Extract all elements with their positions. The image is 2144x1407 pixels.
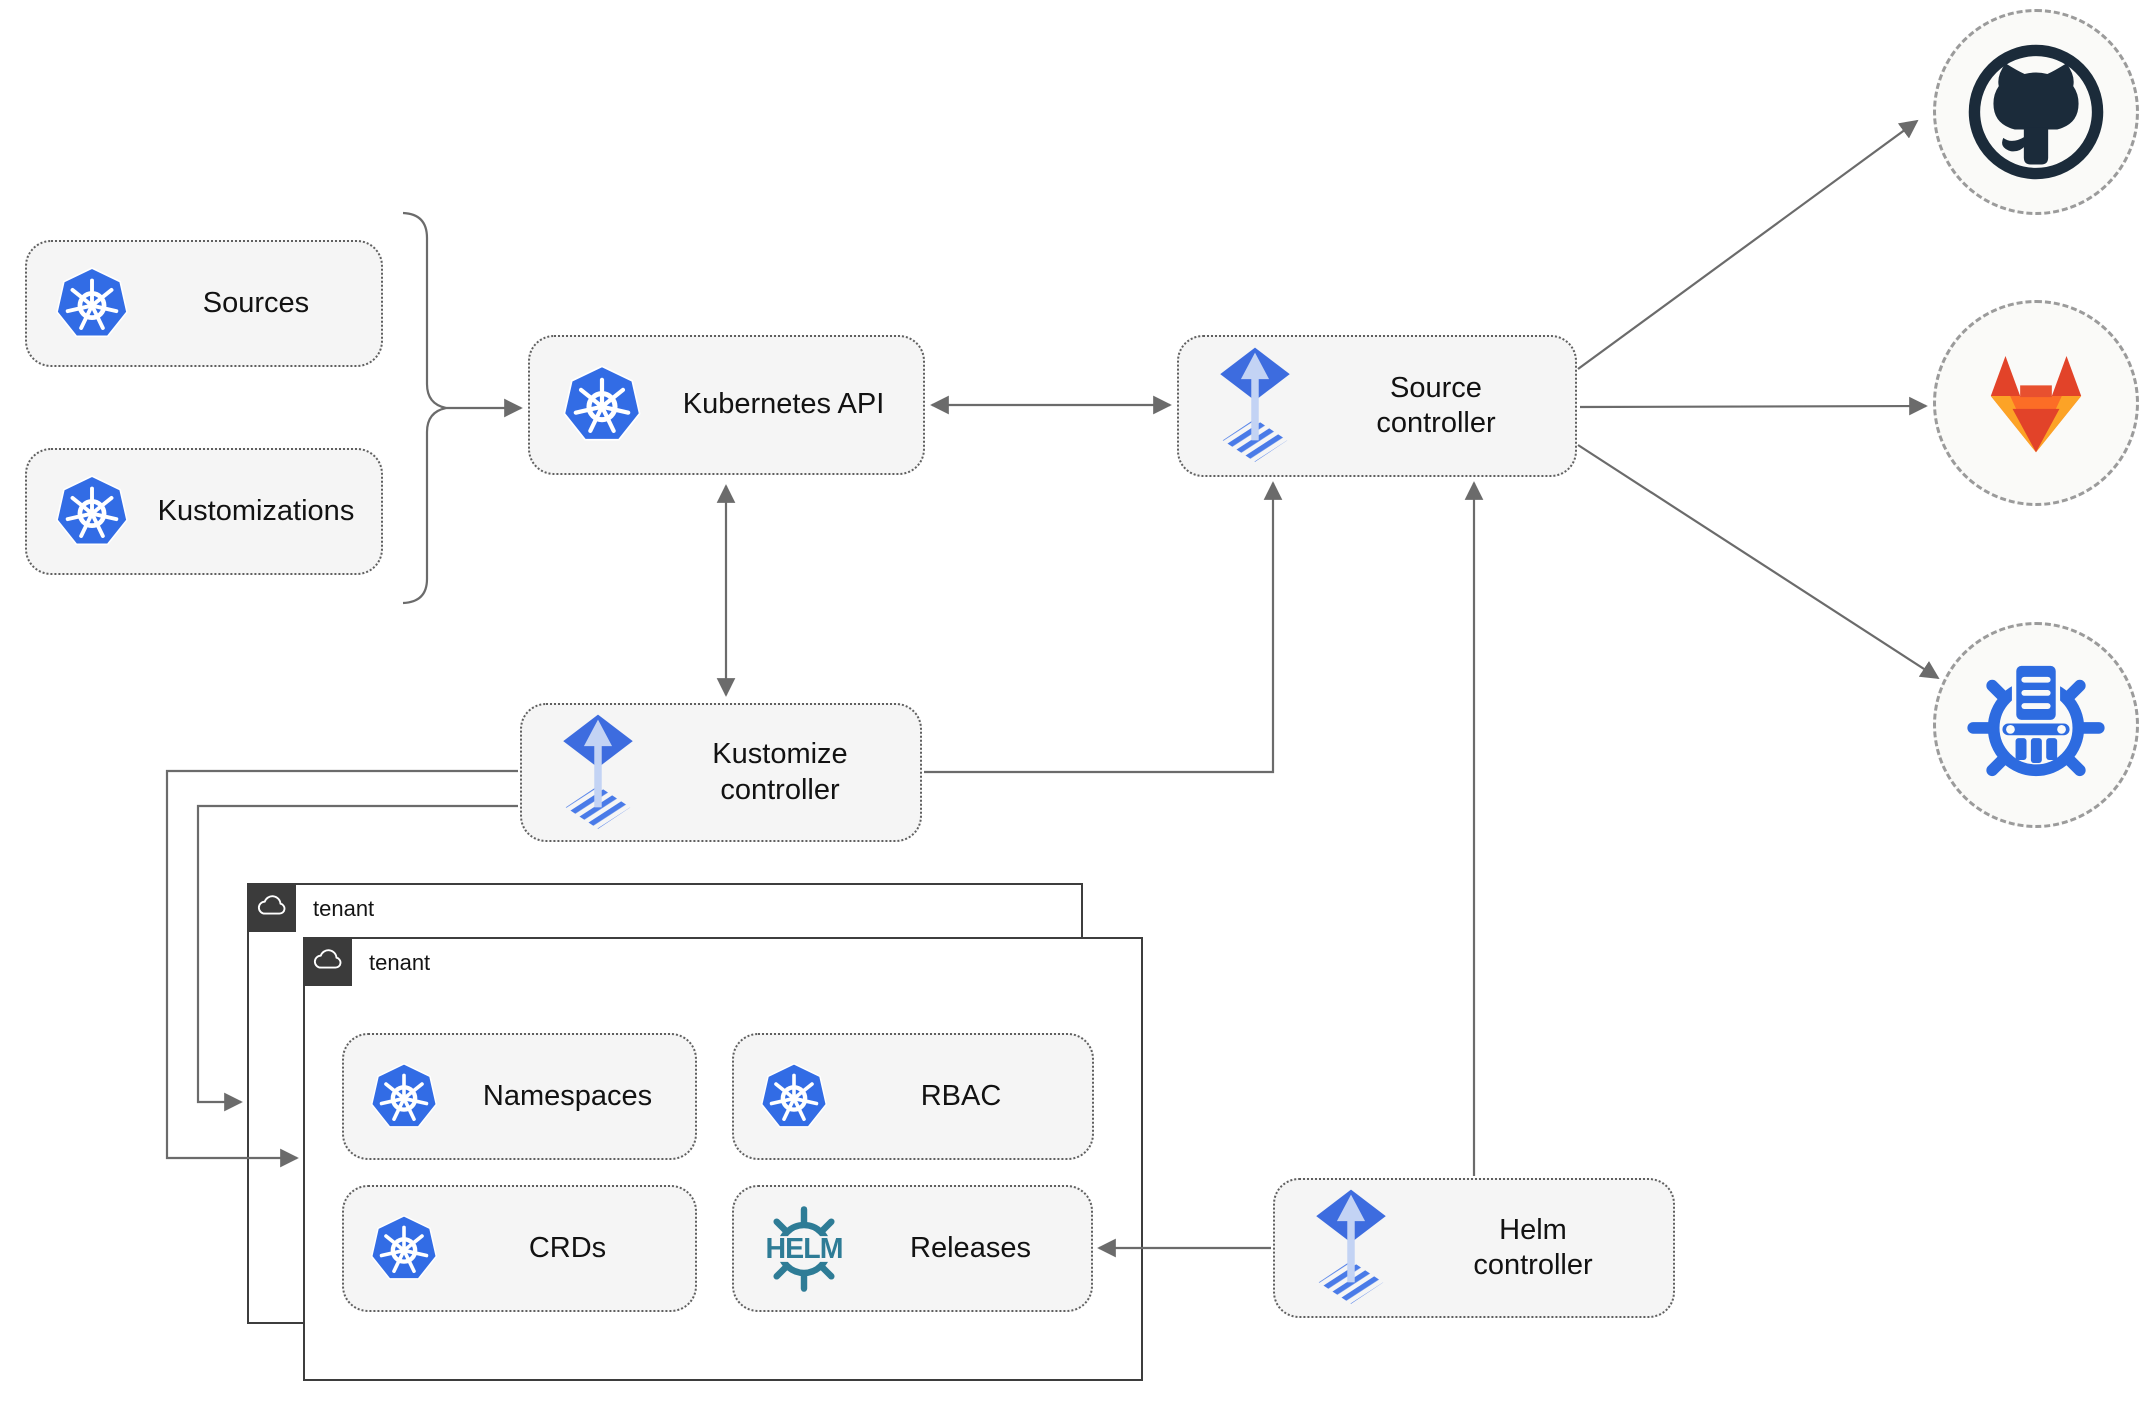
tenant-inner-label: tenant bbox=[369, 950, 431, 975]
flux-icon bbox=[563, 714, 633, 829]
edge-source-controller-to-chart-repository bbox=[1577, 444, 1940, 680]
sources-node: Sources bbox=[25, 240, 383, 367]
cloud-icon bbox=[257, 895, 285, 915]
github-circle bbox=[1933, 9, 2139, 215]
kubernetes-icon bbox=[53, 471, 131, 553]
edge-source-controller-to-gitlab bbox=[1579, 396, 1928, 416]
sources-label: Sources bbox=[202, 286, 310, 319]
grouping-bracket bbox=[402, 211, 447, 605]
flux-icon bbox=[1316, 1189, 1386, 1304]
namespaces-node: Namespaces bbox=[342, 1033, 697, 1160]
kustomizations-node: Kustomizations bbox=[25, 448, 383, 575]
gitlab-circle bbox=[1933, 300, 2139, 506]
tenant-outer-header bbox=[247, 883, 296, 932]
kubernetes-icon bbox=[560, 361, 644, 449]
chart-repository-icon bbox=[1967, 661, 2105, 777]
rbac-node: RBAC bbox=[732, 1033, 1094, 1160]
source-controller-label: Source controller bbox=[1376, 371, 1496, 439]
tenant-inner-header bbox=[303, 937, 352, 986]
kustomize-controller-node: Kustomize controller bbox=[520, 703, 922, 842]
helm-controller-label: Helm controller bbox=[1473, 1213, 1593, 1281]
kubernetes-icon bbox=[368, 1059, 440, 1135]
github-icon bbox=[1968, 44, 2104, 180]
helm-wordmark: HELM bbox=[765, 1233, 842, 1265]
rbac-label: RBAC bbox=[920, 1079, 1002, 1112]
edge-kustomize-to-source-controller bbox=[924, 481, 1283, 774]
kubernetes-api-label: Kubernetes API bbox=[682, 388, 885, 421]
kustomize-controller-label: Kustomize controller bbox=[712, 738, 848, 806]
gitlab-icon bbox=[1990, 356, 2082, 453]
kubernetes-icon bbox=[758, 1059, 830, 1135]
crds-label: CRDs bbox=[528, 1231, 607, 1264]
edge-source-controller-to-github bbox=[1577, 119, 1919, 370]
flux-icon bbox=[1220, 347, 1290, 462]
helm-icon: HELM bbox=[758, 1205, 850, 1292]
cloud-icon bbox=[313, 949, 341, 969]
releases-label: Releases bbox=[910, 1231, 1031, 1264]
kustomizations-label: Kustomizations bbox=[157, 494, 355, 527]
source-controller-node: Source controller bbox=[1177, 335, 1577, 477]
tenant-outer-label: tenant bbox=[313, 896, 375, 921]
chart-repository-circle bbox=[1933, 622, 2139, 828]
kubernetes-icon bbox=[53, 263, 131, 345]
kubernetes-icon bbox=[368, 1211, 440, 1287]
releases-node: HELM Releases bbox=[732, 1185, 1093, 1312]
crds-node: CRDs bbox=[342, 1185, 697, 1312]
kubernetes-api-node: Kubernetes API bbox=[528, 335, 925, 475]
namespaces-label: Namespaces bbox=[482, 1079, 653, 1112]
helm-controller-node: Helm controller bbox=[1273, 1178, 1675, 1318]
